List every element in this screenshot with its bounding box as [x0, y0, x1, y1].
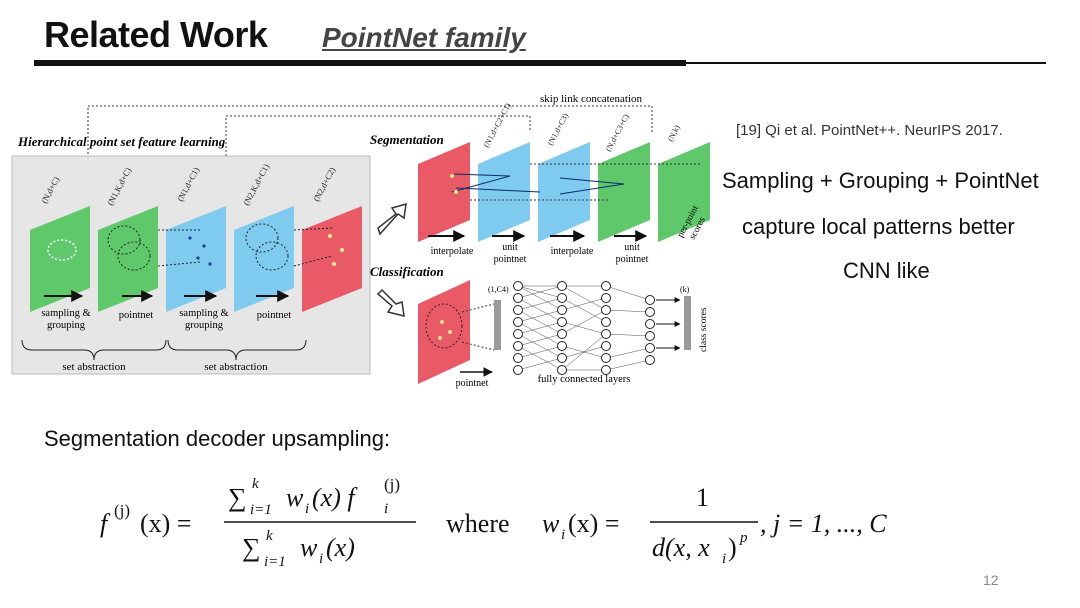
op-label: pointnet: [494, 254, 527, 265]
op-label: pointnet: [119, 310, 153, 321]
p-exponent: p: [739, 530, 748, 546]
op-label: interpolate: [431, 246, 474, 257]
hier-title: Hierarchical point set feature learning: [17, 134, 226, 149]
slide-title: Related Work: [44, 14, 268, 55]
hierarchical-panel: Hierarchical point set feature learning: [11, 134, 371, 375]
sum-symbol: ∑: [242, 533, 261, 562]
dim-label: (k): [680, 285, 690, 294]
class-scores-label: class scores: [699, 307, 709, 352]
dim-label: (N,k): [666, 123, 682, 143]
op-label: pointnet: [456, 378, 489, 389]
distance-term: d(x, x: [652, 533, 710, 562]
title-rule-thin: [686, 62, 1046, 64]
w-lhs: (x) =: [568, 509, 619, 538]
segmentation-branch: Segmentation (N1,d+C2+C1) (N1,d+C3) (N,d…: [370, 101, 710, 265]
sum-symbol: ∑: [228, 483, 247, 512]
dim-label: (N1,d+C2+C1): [482, 101, 513, 149]
layer-input: [30, 206, 90, 312]
sum-lower: i=1: [264, 554, 286, 570]
weight-symbol: w: [542, 509, 560, 538]
op-label: grouping: [47, 320, 86, 331]
distance-close: ): [728, 533, 737, 562]
weight-sub: i: [305, 501, 309, 517]
f-symbol: f: [100, 509, 111, 538]
dim-label: (1,C4): [488, 285, 509, 294]
skip-link-label: skip link concatenation: [540, 93, 643, 105]
sum-upper: k: [252, 476, 259, 492]
citation: [19] Qi et al. PointNet++. NeurIPS 2017.: [736, 122, 1003, 139]
classification-branch: Classification (1,C4) pointnet (k) class…: [370, 264, 709, 389]
op-label: unit: [624, 242, 640, 253]
weight-symbol: w: [300, 533, 318, 562]
op-label: sampling &: [179, 308, 228, 319]
j-range: , j = 1, ..., C: [760, 509, 887, 538]
op-label: interpolate: [551, 246, 594, 257]
weight-sub: i: [319, 551, 323, 567]
sum-lower: i=1: [250, 502, 272, 518]
sup-j: (j): [384, 475, 400, 494]
interpolation-formula: f (j) (x) = ∑ k i=1 w i (x) f (j) i ∑ k …: [100, 475, 887, 570]
set-abstraction-label: set abstraction: [204, 361, 268, 373]
weight-sub: i: [561, 527, 565, 543]
dim-label: (N1,d+C3): [546, 112, 571, 147]
slide-subtitle: PointNet family: [322, 22, 526, 53]
set-abstraction-label: set abstraction: [62, 361, 126, 373]
seg-title: Segmentation: [370, 132, 444, 147]
cls-title: Classification: [370, 264, 444, 279]
x-sub: i: [722, 551, 726, 567]
where-word: where: [446, 509, 510, 538]
sum-upper: k: [266, 528, 273, 544]
layer-grouped-2: [234, 206, 294, 312]
fc-network: [517, 285, 651, 371]
decoder-heading: Segmentation decoder upsampling:: [44, 426, 391, 451]
point-1: Sampling + Grouping + PointNet: [722, 168, 1039, 193]
op-label: unit: [502, 242, 518, 253]
layer-grouped-1: [98, 206, 158, 312]
layer-features-2: [302, 206, 362, 312]
page-number: 12: [983, 572, 999, 588]
title-rule: [34, 60, 686, 66]
num-rest: (x) f: [312, 483, 358, 512]
op-label: sampling &: [41, 308, 90, 319]
dim-label: (N,d+C3+C): [604, 112, 631, 153]
layer-features-1: [166, 206, 226, 312]
point-3: CNN like: [843, 258, 930, 283]
weight-symbol: w: [286, 483, 304, 512]
skip-links: skip link concatenation: [87, 93, 653, 182]
pointnet-architecture-figure: skip link concatenation Hierarchical poi…: [11, 93, 710, 389]
numerator-one: 1: [696, 483, 709, 512]
den-rest: (x): [326, 533, 355, 562]
f-sub: i: [384, 501, 388, 517]
arg-x: (x) =: [140, 509, 191, 538]
branch-arrows: [376, 202, 407, 317]
op-label: pointnet: [616, 254, 649, 265]
sup-j: (j): [114, 501, 130, 520]
op-label: grouping: [185, 320, 224, 331]
fc-label: fully connected layers: [538, 374, 631, 385]
point-2: capture local patterns better: [742, 214, 1015, 239]
op-label: pointnet: [257, 310, 291, 321]
